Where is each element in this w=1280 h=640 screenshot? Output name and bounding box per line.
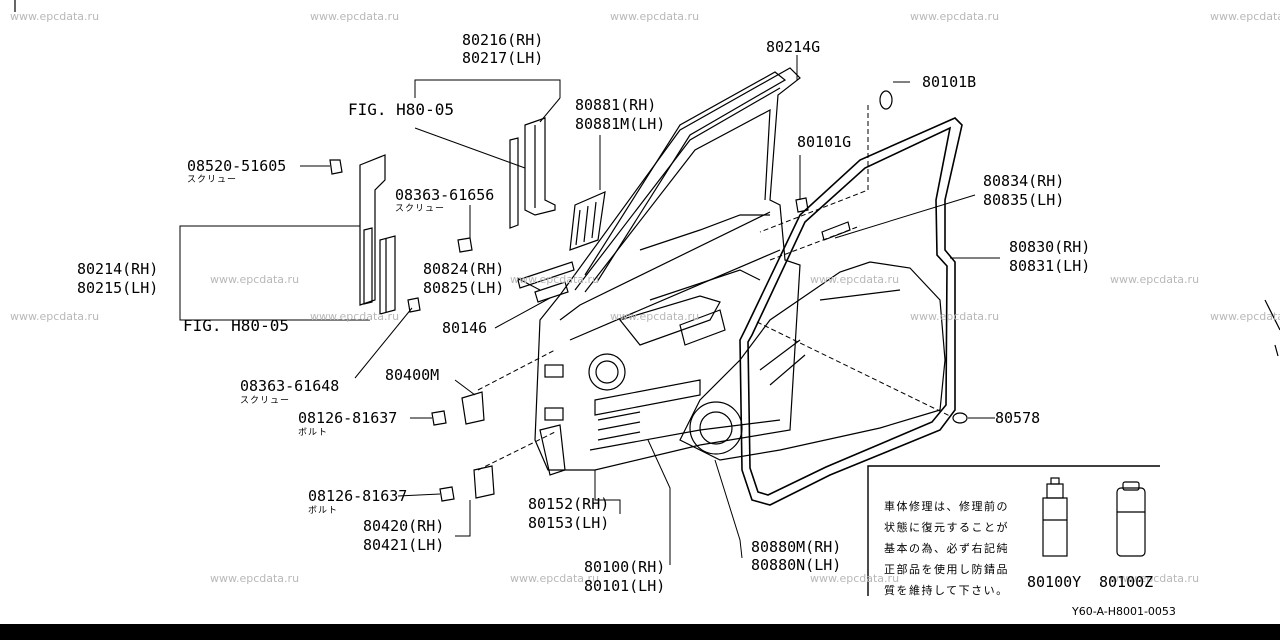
part-label-80825: 80825(LH) <box>423 279 505 297</box>
part-label-08520: 08520-51605 <box>187 157 287 175</box>
screw-08363b <box>407 297 421 313</box>
clip-80146 <box>534 281 569 303</box>
part-label-80578: 80578 <box>995 409 1041 427</box>
door-sash-weatherstrip <box>584 71 787 283</box>
watermark: www.epcdata.ru <box>810 273 900 286</box>
part-label-80880m: 80880M(RH) <box>751 538 842 556</box>
watermark: www.epcdata.ru <box>610 310 700 323</box>
clip-80101g <box>795 197 809 213</box>
note-line: 正部品を使用し防錆品 <box>884 563 1009 576</box>
screw-caption: スクリュー <box>187 175 238 185</box>
part-label-80834: 80834(RH) <box>983 172 1065 190</box>
inner-felt-piece <box>569 191 606 251</box>
part-label-80100y: 80100Y <box>1027 573 1082 591</box>
screw-caption: スクリュー <box>240 396 291 406</box>
part-label-80830: 80830(RH) <box>1009 238 1091 256</box>
watermark: www.epcdata.ru <box>1110 273 1200 286</box>
document-code: Y60-A-H8001-0053 <box>1072 605 1176 618</box>
bolt-08126b <box>439 486 455 502</box>
part-label-08363-61656: 08363-61656 <box>395 186 495 204</box>
clip-80834 <box>821 221 851 241</box>
part-label-80824: 80824(RH) <box>423 260 505 278</box>
watermark: www.epcdata.ru <box>10 10 100 23</box>
part-label-80215: 80215(LH) <box>77 279 159 297</box>
part-label-80100z: 80100Z <box>1099 573 1154 591</box>
note-line: 基本の為、必ず右記純 <box>884 542 1009 555</box>
part-label-80400m: 80400M <box>385 366 440 384</box>
spray-can-80100z <box>1116 481 1146 557</box>
right-edge-marks <box>14 0 1280 357</box>
watermark: www.epcdata.ru <box>810 572 900 585</box>
watermark: www.epcdata.ru <box>210 572 300 585</box>
watermark: www.epcdata.ru <box>910 310 1000 323</box>
part-label-80153: 80153(LH) <box>528 514 610 532</box>
hinge-80420 <box>473 465 495 499</box>
part-label-80421: 80421(LH) <box>363 536 445 554</box>
repair-note-box: 車体修理は、修理前の 状態に復元することが 基本の為、必ず右記純 正部品を使用し… <box>868 466 1160 597</box>
part-label-80101g: 80101G <box>797 133 852 151</box>
part-label-80146: 80146 <box>442 319 488 337</box>
watermark: www.epcdata.ru <box>310 10 400 23</box>
watermark: www.epcdata.ru <box>10 310 100 323</box>
bolt-caption: ボルト <box>308 506 339 516</box>
watermark: www.epcdata.ru <box>310 310 400 323</box>
note-line: 質を維持して下さい。 <box>884 584 1009 597</box>
glass-run-rear-sash <box>509 117 556 229</box>
part-label-08126-bottom: 08126-81637 <box>308 487 408 505</box>
part-label-80835: 80835(LH) <box>983 191 1065 209</box>
front-door-panel <box>534 67 801 476</box>
part-label-80880n: 80880N(LH) <box>751 556 842 574</box>
spray-can-80100y <box>1042 477 1068 557</box>
note-line: 車体修理は、修理前の <box>884 500 1009 513</box>
grommet-80578 <box>952 412 968 424</box>
screw-08520 <box>329 159 343 175</box>
watermark: www.epcdata.ru <box>1110 572 1200 585</box>
part-label-80101b: 80101B <box>922 73 977 91</box>
small-fasteners <box>329 90 968 502</box>
part-label-80214g: 80214G <box>766 38 821 56</box>
watermark: www.epcdata.ru <box>910 10 1000 23</box>
bottom-border-bar <box>0 624 1280 640</box>
part-label-80881m: 80881M(LH) <box>575 115 666 133</box>
hinge-80400m <box>461 391 485 425</box>
part-label-80216: 80216(RH) <box>462 31 544 49</box>
note-box-border <box>867 465 1160 596</box>
part-label-80217: 80217(LH) <box>462 49 544 67</box>
watermark: www.epcdata.ru <box>1210 310 1280 323</box>
watermark: www.epcdata.ru <box>1210 10 1280 23</box>
watermark: www.epcdata.ru <box>210 273 300 286</box>
part-label-08363-61648: 08363-61648 <box>240 377 340 395</box>
clip-80824 <box>517 261 575 289</box>
screw-caption: スクリュー <box>395 204 446 214</box>
door-trim-board <box>679 261 946 461</box>
bolt-caption: ボルト <box>298 428 329 438</box>
part-label-80214: 80214(RH) <box>77 260 159 278</box>
grommet-80101b <box>879 90 893 110</box>
figure-reference-bottom: FIG. H80-05 <box>183 316 289 335</box>
part-label-80152: 80152(RH) <box>528 495 610 513</box>
part-label-80420: 80420(RH) <box>363 517 445 535</box>
note-line: 状態に復元することが <box>884 521 1009 534</box>
part-label-80101: 80101(LH) <box>584 577 666 595</box>
figure-reference-top: FIG. H80-05 <box>348 100 454 119</box>
part-label-80100: 80100(RH) <box>584 558 666 576</box>
watermark: www.epcdata.ru <box>510 273 600 286</box>
part-label-08126-top: 08126-81637 <box>298 409 398 427</box>
part-label-80831: 80831(LH) <box>1009 257 1091 275</box>
watermark: www.epcdata.ru <box>610 10 700 23</box>
watermark: www.epcdata.ru <box>510 572 600 585</box>
part-label-80881: 80881(RH) <box>575 96 657 114</box>
screw-08363a <box>457 237 473 253</box>
body-side-weatherstrip <box>739 117 963 506</box>
division-sash-channel <box>359 154 396 315</box>
bolt-08126a <box>431 410 447 426</box>
